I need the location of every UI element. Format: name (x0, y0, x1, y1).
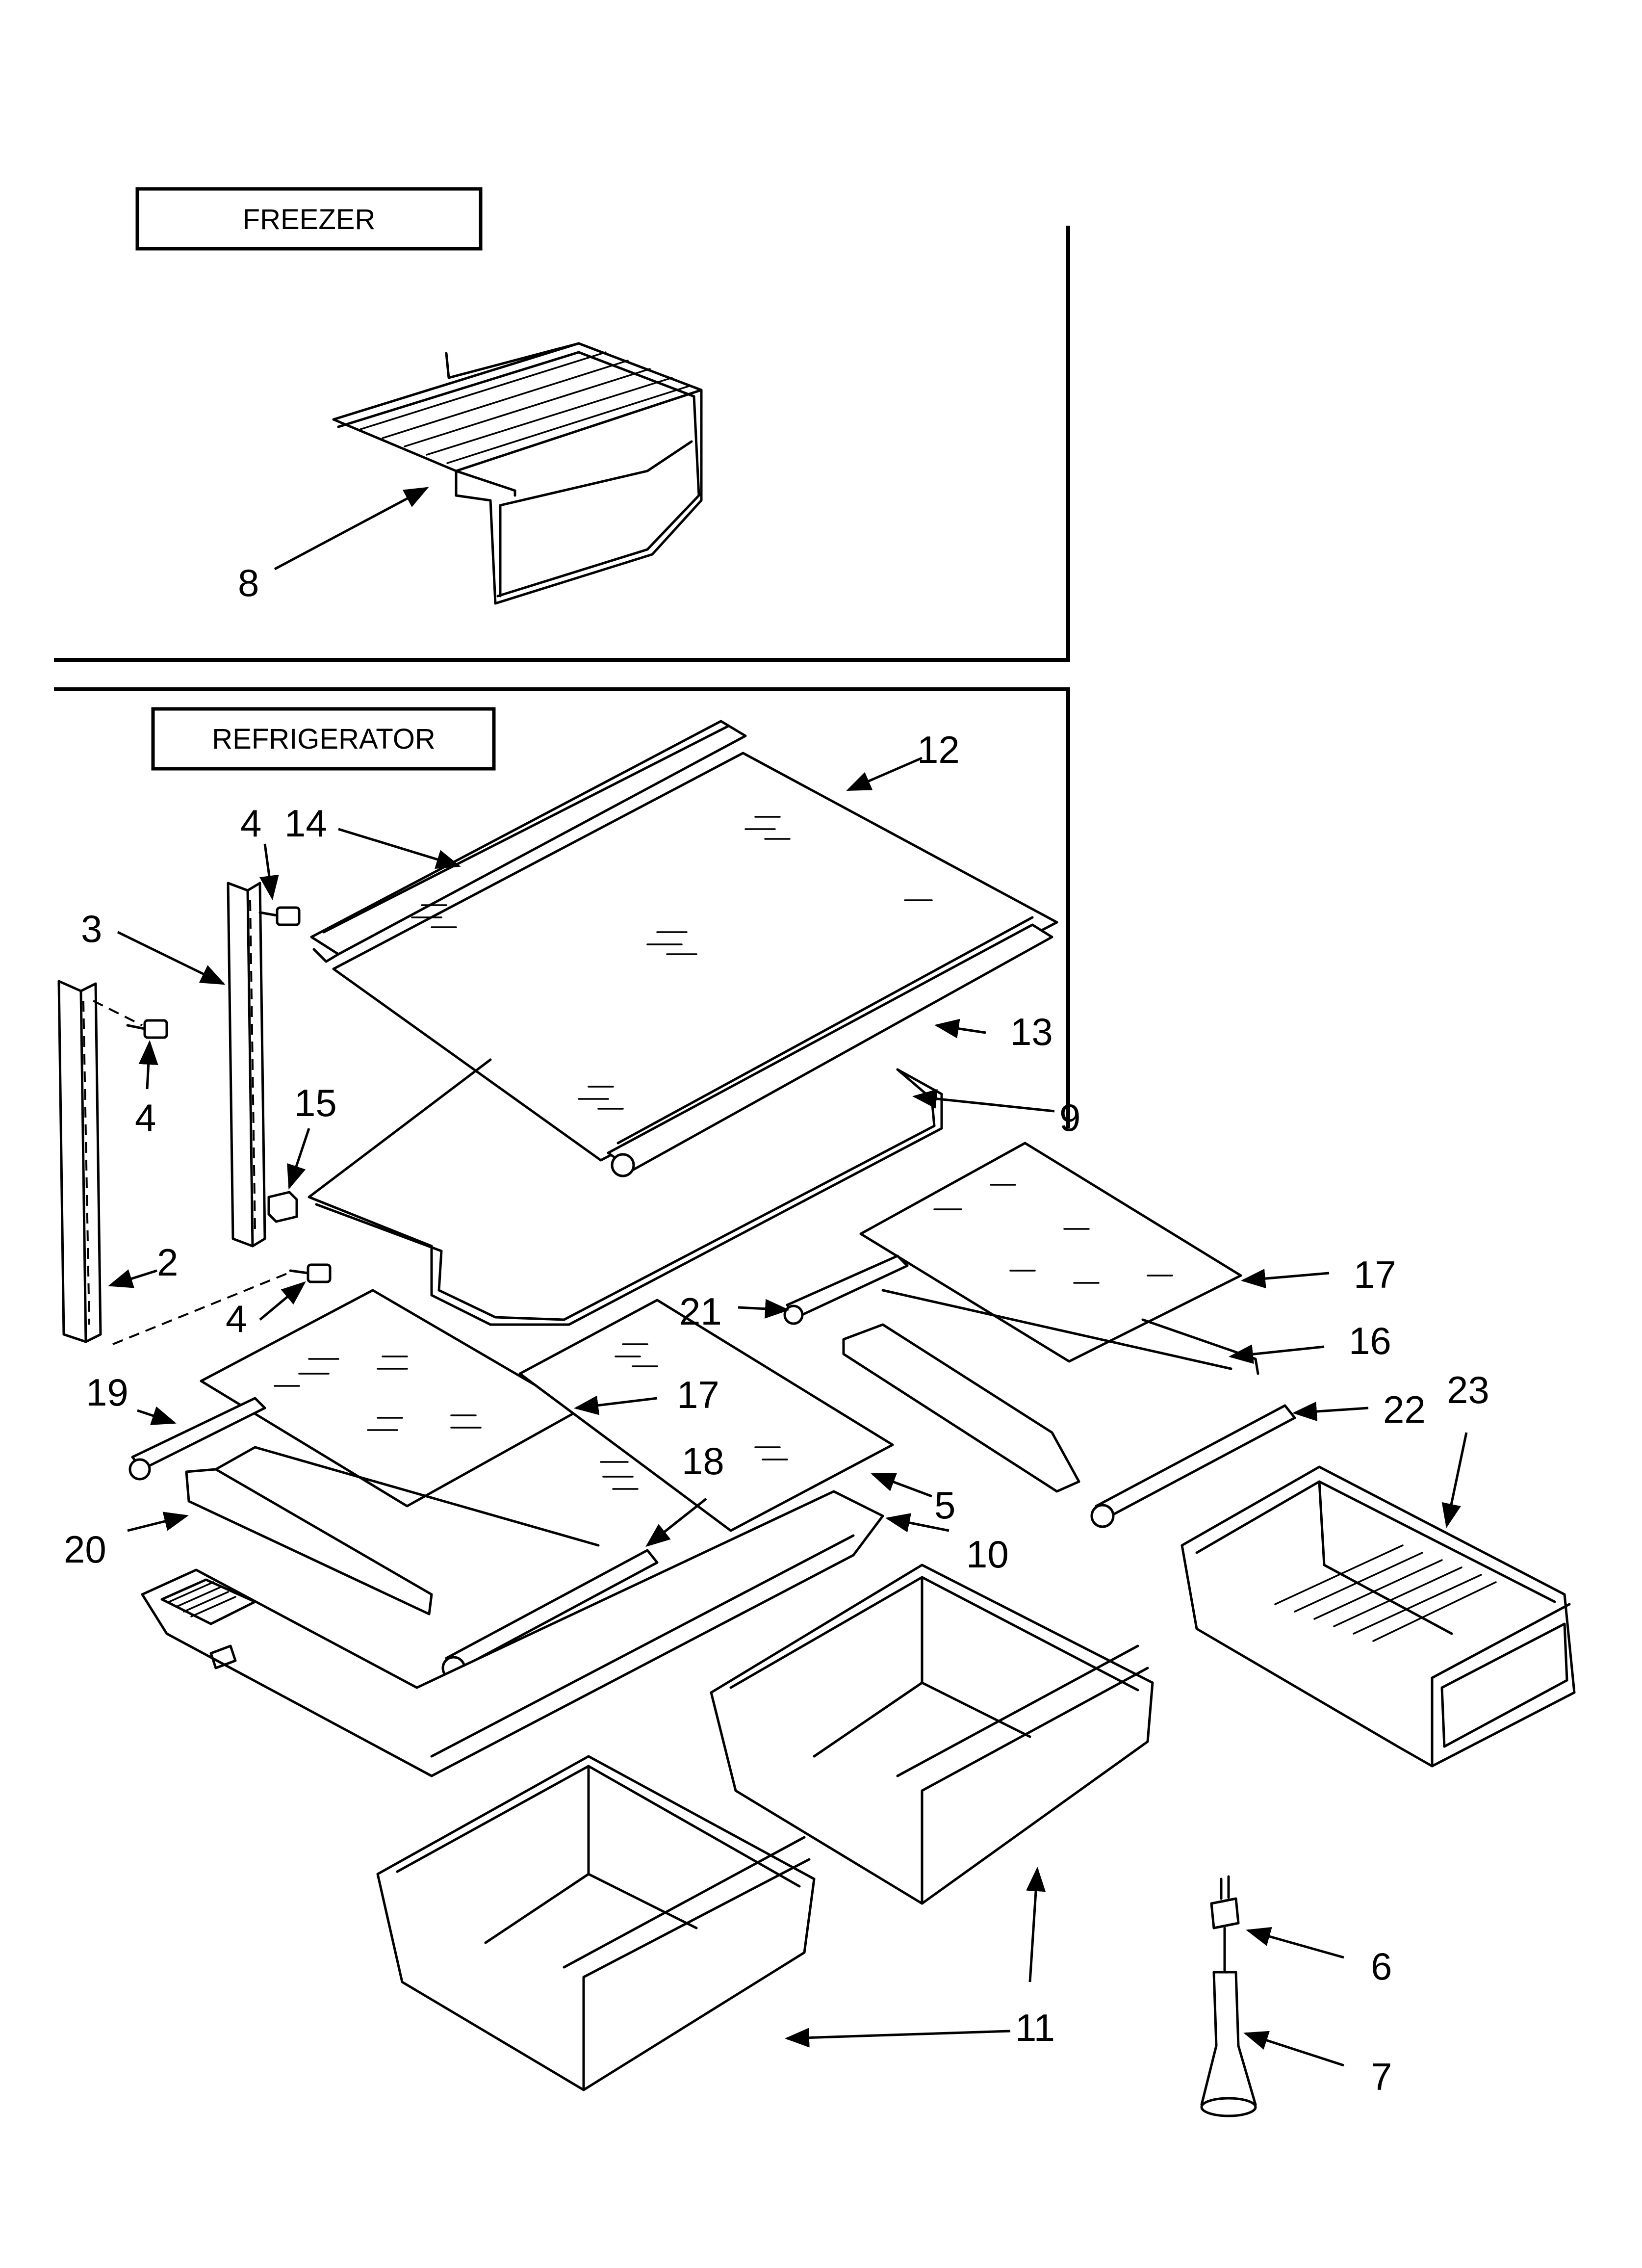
callout-4-lower: 4 (226, 1297, 247, 1340)
crisper-drawer-upper (710, 1564, 1154, 1905)
mounting-dash-line-upper (93, 1000, 143, 1026)
callout-4-upper: 4 (240, 802, 261, 845)
callout-5: 5 (934, 1484, 955, 1527)
callout-15: 15 (294, 1081, 337, 1124)
freezer-title: FREEZER (243, 204, 376, 235)
right-shelf-rails (783, 1254, 1296, 1528)
refrigerator-title-box: REFRIGERATOR (151, 707, 496, 771)
shelf-clip (267, 1191, 298, 1223)
crisper-cover-frame (141, 1490, 884, 1777)
meat-pan (1180, 1465, 1576, 1768)
callout-12: 12 (917, 728, 960, 771)
glass-shelf-right (859, 1142, 1242, 1363)
callout-8: 8 (238, 561, 259, 604)
freezer-frame (54, 226, 1070, 662)
callout-7: 7 (1371, 2055, 1392, 2098)
callout-16: 16 (1349, 1319, 1391, 1362)
refrigerator-frame (54, 687, 1070, 1128)
callout-10: 10 (966, 1533, 1009, 1576)
glass-shelf-left (200, 1289, 580, 1508)
callout-21: 21 (679, 1290, 722, 1333)
callout-19: 19 (86, 1371, 128, 1414)
callout-6: 6 (1371, 1945, 1392, 1988)
shelf-rail-right (227, 882, 266, 1248)
callout-22: 22 (1383, 1388, 1426, 1431)
callout-2: 2 (157, 1241, 178, 1284)
screw-upper (258, 906, 301, 926)
front-shelf-trim (607, 916, 1053, 1177)
callout-20: 20 (64, 1528, 106, 1571)
callout-9: 9 (1059, 1096, 1080, 1139)
callout-4-middle: 4 (135, 1096, 156, 1139)
callout-18: 18 (682, 1439, 724, 1483)
callout-14: 14 (284, 802, 327, 845)
screw-lower (289, 1263, 332, 1283)
leader-arrows (108, 487, 1468, 2067)
glass-shelf-upper (332, 752, 1058, 1162)
left-shelf-rails (128, 1397, 659, 1680)
shelf-rail-left (57, 980, 102, 1343)
callout-23: 23 (1447, 1368, 1489, 1411)
control-knob-and-shaft (1200, 1875, 1257, 2117)
mounting-dash-line (112, 1270, 295, 1345)
callout-17-right: 17 (1354, 1253, 1396, 1296)
refrigerator-title: REFRIGERATOR (212, 723, 435, 755)
callout-3: 3 (81, 907, 102, 950)
crisper-drawer-lower (376, 1755, 816, 2091)
callout-13: 13 (1010, 1010, 1053, 1053)
callout-11-upper: 11 (1015, 2006, 1055, 2049)
callout-17-left: 17 (677, 1373, 719, 1416)
screw-middle (126, 1019, 168, 1039)
callout-labels: 8 12 14 4 3 4 13 9 15 2 4 21 17 16 22 23… (64, 561, 1489, 2098)
freezer-wire-shelf (332, 342, 703, 605)
freezer-title-box: FREEZER (135, 187, 483, 251)
rear-shelf-trim (310, 720, 747, 963)
crisper-cover-glass (518, 1299, 894, 1532)
